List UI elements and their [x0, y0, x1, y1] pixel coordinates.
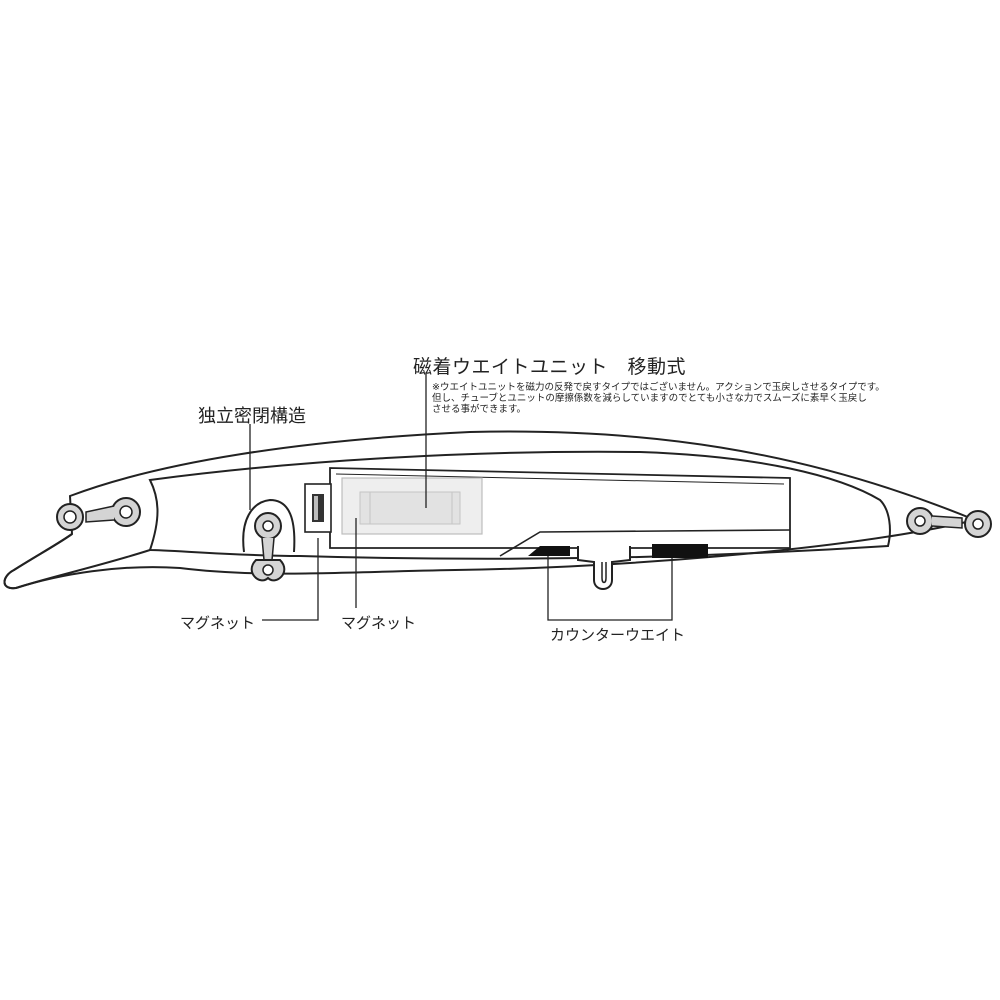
weight-unit-note: ※ウエイトユニットを磁力の反発で戻すタイプではございません。アクションで玉戻しさ… [432, 382, 885, 415]
leader-magnet-front [262, 538, 319, 621]
belly-hook-hanger [577, 546, 631, 590]
weight-unit-body [359, 491, 461, 525]
weight-unit-title: 磁着ウエイトユニット 移動式 [413, 356, 687, 378]
magnet-front-label: マグネット [180, 614, 256, 632]
counter-weight-label: カウンターウエイト [550, 626, 686, 644]
weight-unit-note-line-3: させる事ができます。 [432, 404, 527, 415]
internal-compartment-inner [335, 473, 785, 485]
counter-weight-rail [499, 529, 791, 557]
counter-weight-left [528, 546, 570, 556]
leader-counter-weight [547, 556, 673, 621]
magnet-unit-label: マグネット [341, 614, 417, 632]
belly-eye-front [250, 512, 286, 582]
tail-eye [906, 507, 992, 538]
line-eye-nose [56, 497, 141, 531]
weight-unit-note-line-1: ※ウエイトユニットを磁力の反発で戻すタイプではございません。アクションで玉戻しさ… [432, 382, 885, 393]
counter-weight-right [652, 544, 708, 558]
sealed-structure-label: 独立密閉構造 [198, 406, 306, 427]
lure-body-inner-outline [148, 450, 891, 560]
lure-body-outline [3, 430, 979, 590]
lure-lip [3, 533, 151, 590]
weight-unit-note-line-2: 但し、チューブとユニットの摩擦係数を減らしていますのでとても小さな力でスムーズに… [432, 393, 867, 404]
